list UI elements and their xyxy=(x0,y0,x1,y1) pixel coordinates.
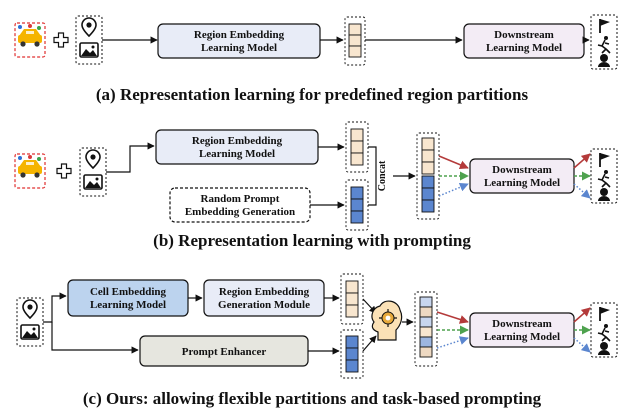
random-prompt-box xyxy=(169,187,311,223)
panel-a: Region Embedding Learning Model Downstre… xyxy=(14,14,618,104)
region-embedding-model-label-2: Learning Model xyxy=(199,148,275,160)
panel-b: Region Embedding Learning Model Random P… xyxy=(14,121,618,250)
task-icons xyxy=(590,302,618,358)
region-embedding-vector xyxy=(340,273,364,325)
region-embedding-model-label-2: Learning Model xyxy=(201,42,277,54)
caption-b: (b) Representation learning with prompti… xyxy=(153,231,471,250)
cell-embedding-label-2: Learning Model xyxy=(90,299,166,311)
cell-embedding-label-1: Cell Embedding xyxy=(90,286,167,298)
region-embedding-vector xyxy=(345,121,369,173)
downstream-label-2: Learning Model xyxy=(486,42,562,54)
concatenated-vector xyxy=(416,132,440,220)
random-prompt-label-2: Embedding Generation xyxy=(185,206,295,218)
region-embedding-model-box xyxy=(157,23,321,59)
plus-icon xyxy=(56,163,72,179)
poi-image-icon xyxy=(75,15,103,65)
caption-c: (c) Ours: allowing flexible partitions a… xyxy=(83,389,542,408)
panel-c: Cell Embedding Learning Model Region Emb… xyxy=(16,273,618,408)
prompt-enhancer-label: Prompt Enhancer xyxy=(182,346,267,358)
region-generation-label-2: Generation Module xyxy=(218,299,310,311)
downstream-label-1: Downstream xyxy=(494,29,554,41)
downstream-label-2: Learning Model xyxy=(484,177,560,189)
concat-label: Concat xyxy=(377,160,388,191)
caption-a: (a) Representation learning for predefin… xyxy=(96,85,529,104)
random-prompt-label-1: Random Prompt xyxy=(201,193,280,205)
taxi-trajectory-icon xyxy=(14,22,46,58)
ai-fusion-head-icon xyxy=(371,300,403,341)
downstream-label-1: Downstream xyxy=(492,318,552,330)
downstream-label-2: Learning Model xyxy=(484,331,560,343)
task-icons xyxy=(590,148,618,204)
prompt-embedding-vector xyxy=(340,329,364,379)
task-icons xyxy=(590,14,618,70)
poi-image-icon xyxy=(79,147,107,197)
taxi-trajectory-icon xyxy=(14,153,46,189)
region-embedding-vector xyxy=(344,16,366,66)
enhanced-embedding-vector xyxy=(414,291,438,367)
poi-image-icon xyxy=(16,297,44,347)
prompt-embedding-vector xyxy=(345,179,369,231)
region-embedding-model-label-1: Region Embedding xyxy=(194,29,285,41)
region-embedding-model-label-1: Region Embedding xyxy=(192,135,283,147)
downstream-label-1: Downstream xyxy=(492,164,552,176)
region-generation-label-1: Region Embedding xyxy=(219,286,310,298)
plus-icon xyxy=(53,32,69,48)
